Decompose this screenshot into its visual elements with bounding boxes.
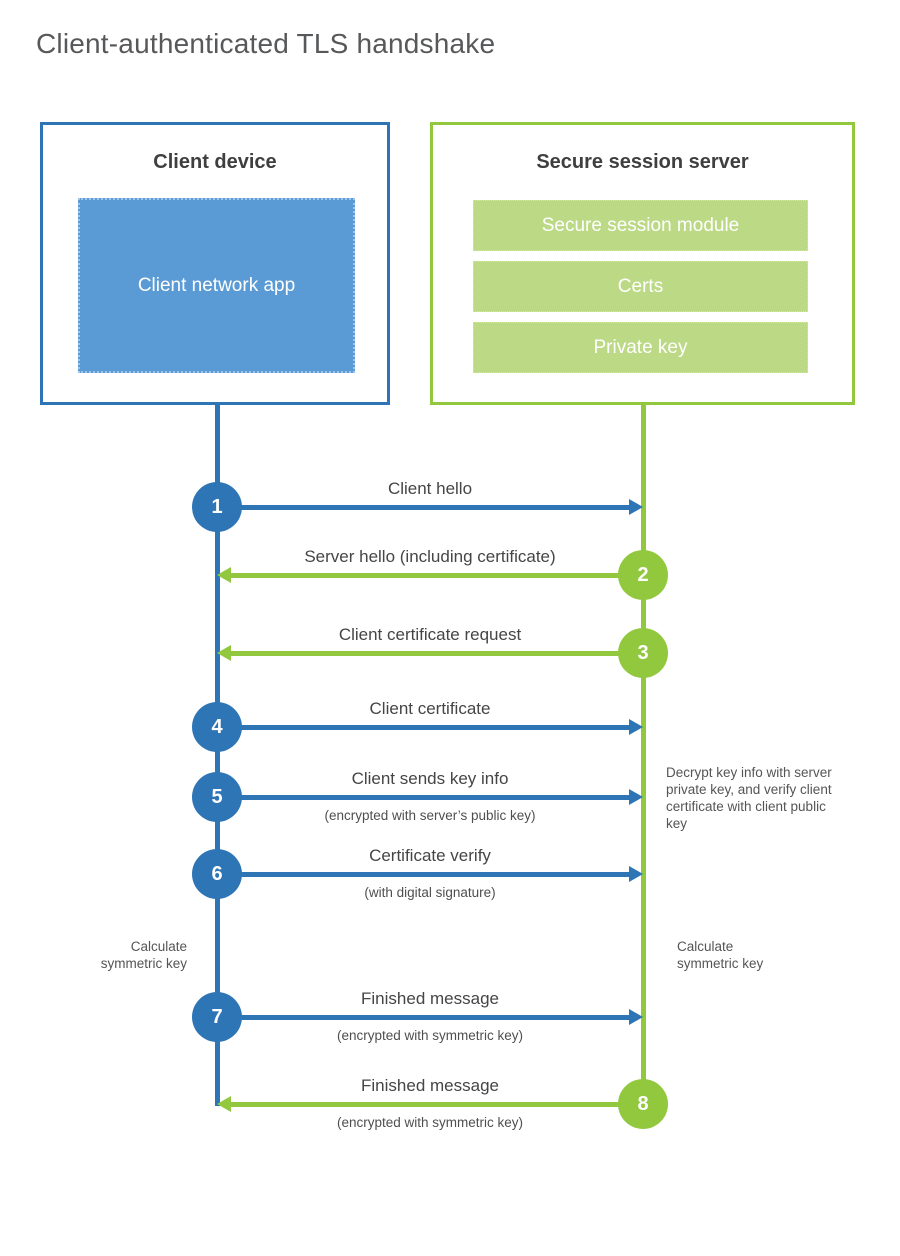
arrow-shaft <box>217 1014 629 1020</box>
arrowhead-left-icon <box>217 1096 231 1112</box>
message-label: Client sends key info <box>351 769 509 788</box>
message-sublabel: (encrypted with symmetric key) <box>336 1028 524 1043</box>
arrow-shaft <box>217 794 629 800</box>
message-sublabel: (with digital signature) <box>364 885 496 900</box>
step-circle: 1 <box>192 482 242 532</box>
arrow-shaft <box>231 650 643 656</box>
arrow-shaft <box>217 871 629 877</box>
client-device-title: Client device <box>153 151 277 173</box>
arrowhead-right-icon <box>629 789 643 805</box>
arrowhead-left-icon <box>217 567 231 583</box>
message-label: Client hello <box>387 479 473 498</box>
arrowhead-right-icon <box>629 499 643 515</box>
client-network-app-label: Client network app <box>137 274 296 296</box>
message-label: Certificate verify <box>369 846 491 865</box>
arrow-server-to-client <box>217 1096 643 1112</box>
step-circle: 3 <box>618 628 668 678</box>
client-device-box: Client device Client network app <box>40 122 390 405</box>
arrowhead-left-icon <box>217 645 231 661</box>
arrowhead-right-icon <box>629 719 643 735</box>
message-label: Client certificate <box>369 699 491 718</box>
step-circle: 5 <box>192 772 242 822</box>
step-circle: 6 <box>192 849 242 899</box>
client-calculate-note: Calculate symmetric key <box>100 939 187 971</box>
server-module-private-key: Private key <box>473 322 808 373</box>
step-circle: 7 <box>192 992 242 1042</box>
server-module-secure-session-label: Secure session module <box>541 214 740 236</box>
server-module-secure-session: Secure session module <box>473 200 808 251</box>
secure-session-server-title: Secure session server <box>536 151 749 173</box>
arrowhead-right-icon <box>629 1009 643 1025</box>
message-label: Finished message <box>361 989 499 1008</box>
message-sublabel: (encrypted with symmetric key) <box>336 1115 524 1130</box>
arrow-client-to-server <box>217 719 643 735</box>
arrowhead-right-icon <box>629 866 643 882</box>
arrow-shaft <box>217 724 629 730</box>
server-decrypt-note: Decrypt key info with server private key… <box>666 765 832 831</box>
arrow-client-to-server <box>217 789 643 805</box>
server-module-private-key-label: Private key <box>593 336 688 358</box>
secure-session-server-box: Secure session server Secure session mod… <box>430 122 855 405</box>
step-circle: 4 <box>192 702 242 752</box>
arrow-shaft <box>231 572 643 578</box>
server-module-certs: Certs <box>473 261 808 312</box>
message-label: Finished message <box>361 1076 499 1095</box>
arrow-shaft <box>217 504 629 510</box>
step-circle: 8 <box>618 1079 668 1129</box>
server-calculate-note: Calculate symmetric key <box>677 939 764 971</box>
message-label: Server hello (including certificate) <box>304 547 556 566</box>
arrow-server-to-client <box>217 567 643 583</box>
message-label: Client certificate request <box>338 625 522 644</box>
message-sublabel: (encrypted with server’s public key) <box>324 808 536 823</box>
client-lifeline <box>215 404 220 1106</box>
arrow-server-to-client <box>217 645 643 661</box>
arrow-client-to-server <box>217 499 643 515</box>
page-title: Client-authenticated TLS handshake <box>36 28 496 59</box>
client-network-app-box: Client network app <box>78 198 355 373</box>
arrow-client-to-server <box>217 1009 643 1025</box>
step-circle: 2 <box>618 550 668 600</box>
arrow-shaft <box>231 1101 643 1107</box>
server-module-certs-label: Certs <box>617 275 664 297</box>
server-lifeline <box>641 404 646 1104</box>
arrow-client-to-server <box>217 866 643 882</box>
